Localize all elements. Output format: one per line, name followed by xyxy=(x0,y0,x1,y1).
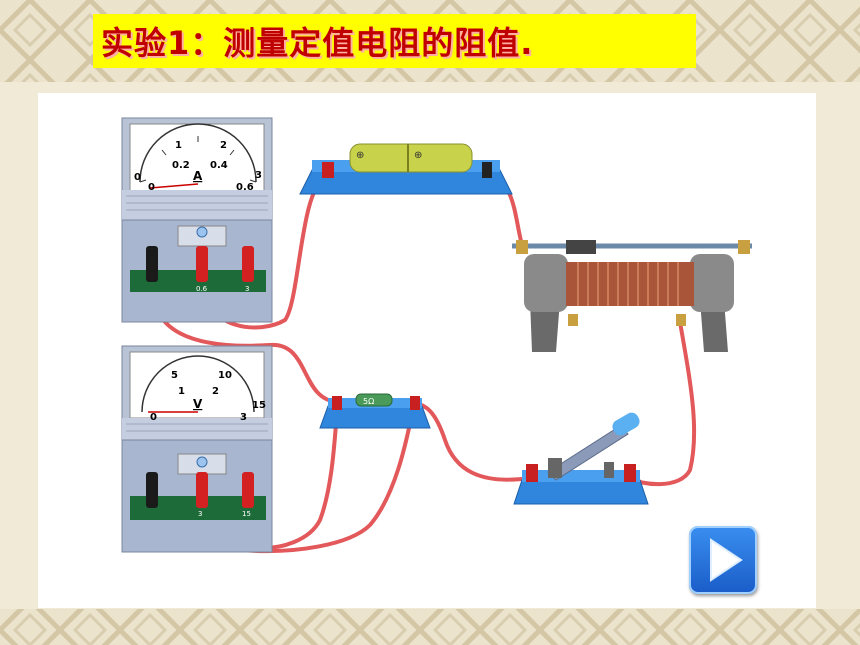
svg-text:⊕: ⊕ xyxy=(356,150,364,161)
ammeter-scale-3: 3 xyxy=(255,170,262,181)
rheostat-icon xyxy=(512,240,752,352)
wire-rheostat-to-switch xyxy=(628,320,697,487)
ammeter-scale-b0: 0 xyxy=(148,182,155,193)
next-button[interactable] xyxy=(689,526,757,594)
wire-switch-to-resistor xyxy=(413,401,532,482)
voltmeter-unit: V xyxy=(193,397,203,411)
rheostat-terminal-right[interactable] xyxy=(738,240,750,254)
rheostat-slider[interactable] xyxy=(566,240,596,254)
ammeter-terminals[interactable] xyxy=(146,246,254,282)
resistor-icon: 5Ω xyxy=(319,393,431,429)
voltmeter-terminal-3 xyxy=(196,472,208,508)
rheostat-terminal-left[interactable] xyxy=(516,240,528,254)
voltmeter-scale-10: 10 xyxy=(218,370,232,381)
switch-terminal-left[interactable] xyxy=(526,464,538,482)
voltmeter-terminals[interactable] xyxy=(146,472,254,508)
rheostat-terminal-bottom-right[interactable] xyxy=(676,314,686,326)
battery-icon: ⊕ ⊕ xyxy=(299,143,513,195)
ammeter-unit: A xyxy=(193,169,203,183)
resistor-terminal-right[interactable] xyxy=(410,396,420,410)
resistor-terminal-left[interactable] xyxy=(332,396,342,410)
voltmeter-terminal-neg xyxy=(146,472,158,508)
battery-terminal-right[interactable] xyxy=(482,162,492,178)
ammeter-terminal-3 xyxy=(242,246,254,282)
ammeter-scale-1: 1 xyxy=(175,140,182,151)
page-title: 实验1：测量定值电阻的阻值. xyxy=(101,24,534,62)
play-next-icon xyxy=(710,538,743,582)
ammeter-terminal-0.6 xyxy=(196,246,208,282)
ammeter-scale-b3: 0.6 xyxy=(236,182,254,193)
resistor-label: 5Ω xyxy=(363,397,374,406)
ammeter-zero-top: 0 xyxy=(134,172,141,183)
zero-adjust-icon[interactable] xyxy=(196,456,208,468)
ammeter-scale-b2: 0.4 xyxy=(210,160,228,171)
ammeter-terminal-label-0.6: 0.6 xyxy=(196,285,208,293)
voltmeter-terminal-15 xyxy=(242,472,254,508)
voltmeter-scale-b1: 1 xyxy=(178,386,185,397)
battery-terminal-left[interactable] xyxy=(322,162,334,178)
ammeter: 1 2 3 0 0 0.2 0.4 0.6 A 0.6 3 xyxy=(121,117,273,323)
voltmeter-scale-b2: 2 xyxy=(212,386,219,397)
ammeter-scale-b1: 0.2 xyxy=(172,160,190,171)
rheostat-terminal-bottom-left[interactable] xyxy=(568,314,578,326)
title-banner: 实验1：测量定值电阻的阻值. xyxy=(93,14,696,68)
ammeter-terminal-neg xyxy=(146,246,158,282)
voltmeter-zero: 0 xyxy=(150,412,157,423)
switch-terminal-right[interactable] xyxy=(624,464,636,482)
voltmeter-scale-b3: 3 xyxy=(240,412,247,423)
svg-text:⊕: ⊕ xyxy=(414,150,422,161)
zero-adjust-icon[interactable] xyxy=(196,226,208,238)
switch-handle[interactable] xyxy=(610,410,642,438)
voltmeter-terminal-label-3: 3 xyxy=(198,510,202,518)
voltmeter: 5 10 15 0 1 2 3 V 3 15 xyxy=(121,345,273,553)
voltmeter-scale-15: 15 xyxy=(252,400,266,411)
voltmeter-terminal-label-15: 15 xyxy=(242,510,251,518)
knife-switch-icon xyxy=(513,410,649,505)
ammeter-scale-2: 2 xyxy=(220,140,227,151)
ammeter-terminal-label-3: 3 xyxy=(245,285,249,293)
voltmeter-scale-5: 5 xyxy=(171,370,178,381)
